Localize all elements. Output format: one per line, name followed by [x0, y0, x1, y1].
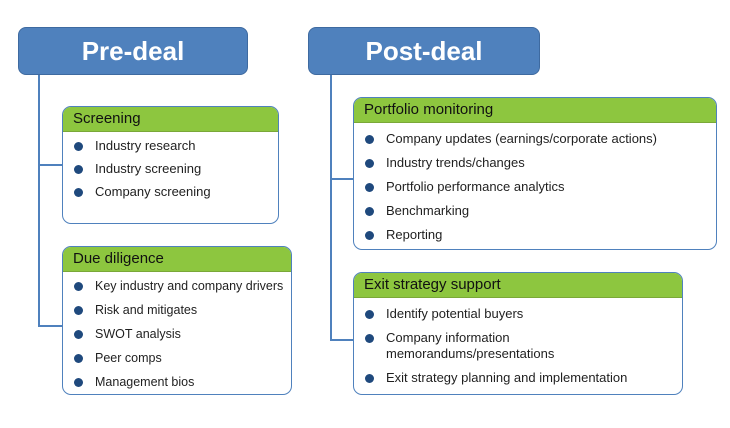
- list-item: Company updates (earnings/corporate acti…: [354, 131, 716, 147]
- list-item: Industry trends/changes: [354, 155, 716, 171]
- post-deal-header: Post-deal: [308, 27, 540, 75]
- pre-deal-connector-vertical: [38, 75, 40, 327]
- due-diligence-box: Due diligence Key industry and company d…: [62, 246, 292, 395]
- list-item: Benchmarking: [354, 203, 716, 219]
- list-item: Risk and mitigates: [63, 302, 291, 318]
- list-item: Company information memorandums/presenta…: [354, 330, 616, 362]
- exit-strategy-list: Identify potential buyers Company inform…: [354, 298, 682, 386]
- list-item: Portfolio performance analytics: [354, 179, 716, 195]
- screening-title: Screening: [63, 107, 278, 132]
- list-item: Industry screening: [63, 161, 278, 177]
- post-deal-connector-exit: [330, 339, 353, 341]
- screening-box: Screening Industry research Industry scr…: [62, 106, 279, 224]
- pre-deal-header: Pre-deal: [18, 27, 248, 75]
- list-item: Management bios: [63, 374, 291, 390]
- due-diligence-list: Key industry and company drivers Risk an…: [63, 272, 291, 390]
- portfolio-monitoring-title: Portfolio monitoring: [354, 98, 716, 123]
- exit-strategy-box: Exit strategy support Identify potential…: [353, 272, 683, 395]
- due-diligence-title: Due diligence: [63, 247, 291, 272]
- screening-list: Industry research Industry screening Com…: [63, 132, 278, 200]
- post-deal-connector-portfolio: [330, 178, 353, 180]
- list-item: Company screening: [63, 184, 278, 200]
- exit-strategy-title: Exit strategy support: [354, 273, 682, 298]
- portfolio-monitoring-box: Portfolio monitoring Company updates (ea…: [353, 97, 717, 250]
- portfolio-monitoring-list: Company updates (earnings/corporate acti…: [354, 123, 716, 243]
- post-deal-connector-vertical: [330, 75, 332, 341]
- pre-deal-connector-screening: [38, 164, 62, 166]
- list-item: Identify potential buyers: [354, 306, 682, 322]
- list-item: Industry research: [63, 138, 278, 154]
- pre-deal-connector-due-diligence: [38, 325, 62, 327]
- list-item: Exit strategy planning and implementatio…: [354, 370, 682, 386]
- list-item: Key industry and company drivers: [63, 278, 291, 294]
- list-item: Peer comps: [63, 350, 291, 366]
- list-item: Reporting: [354, 227, 716, 243]
- list-item: SWOT analysis: [63, 326, 291, 342]
